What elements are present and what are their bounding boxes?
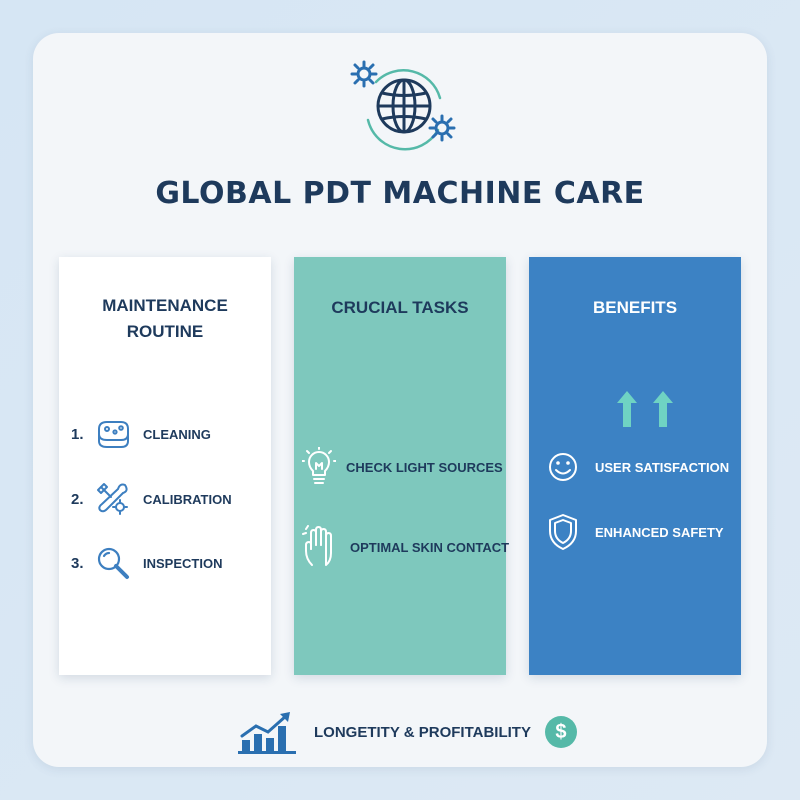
item-label: CALIBRATION xyxy=(143,491,232,507)
list-item-enhanced-safety: ENHANCED SAFETY xyxy=(547,513,724,551)
item-label: INSPECTION xyxy=(143,555,223,571)
item-label: CLEANING xyxy=(143,426,211,442)
step-number: 3. xyxy=(71,554,84,572)
footer-label: LONGETITY & PROFITABILITY xyxy=(314,723,531,741)
up-arrows-icon xyxy=(617,391,673,427)
item-label: ENHANCED SAFETY xyxy=(595,524,724,540)
step-number: 2. xyxy=(71,490,84,508)
globe-gears-icon xyxy=(350,60,456,151)
step-number: 1. xyxy=(71,425,84,443)
list-item-check-light-sources: CHECK LIGHT SOURCES xyxy=(302,447,503,487)
crucial-tasks-column: CRUCIAL TASKS CHECK LIGHT SOURCES xyxy=(294,257,509,675)
maintenance-routine-heading: MAINTENANCE ROUTINE xyxy=(102,296,228,341)
magnifier-icon xyxy=(97,547,129,579)
list-item-calibration: 2. CALIBRATION xyxy=(71,481,232,517)
maintenance-routine-column: MAINTENANCE ROUTINE 1. CLEANING 2. CALIB… xyxy=(59,257,271,675)
benefits-heading: BENEFITS xyxy=(592,298,678,317)
page-title: GLOBAL PDT MACHINE CARE xyxy=(155,176,645,211)
list-item-cleaning: 1. CLEANING xyxy=(71,417,211,451)
item-label: OPTIMAL SKIN CONTACT xyxy=(350,539,510,555)
shield-icon xyxy=(549,514,577,550)
footer: LONGETITY & PROFITABILITY $ xyxy=(238,710,577,754)
tools-gear-icon xyxy=(97,483,128,515)
hand-icon xyxy=(302,525,332,566)
list-item-user-satisfaction: USER SATISFACTION xyxy=(547,451,729,483)
lightbulb-icon xyxy=(302,447,336,484)
item-label: CHECK LIGHT SOURCES xyxy=(346,459,503,475)
benefits-column: BENEFITS USER SATISFACTION ENHANCED SAFE… xyxy=(529,257,741,675)
sponge-icon xyxy=(98,421,129,448)
item-label: USER SATISFACTION xyxy=(595,459,730,475)
growth-chart-icon xyxy=(238,712,296,754)
dollar-icon: $ xyxy=(544,716,577,748)
crucial-tasks-heading: CRUCIAL TASKS xyxy=(331,298,469,317)
smiley-icon xyxy=(549,453,577,481)
list-item-optimal-skin-contact: OPTIMAL SKIN CONTACT xyxy=(302,525,509,569)
list-item-inspection: 3. INSPECTION xyxy=(71,545,222,581)
